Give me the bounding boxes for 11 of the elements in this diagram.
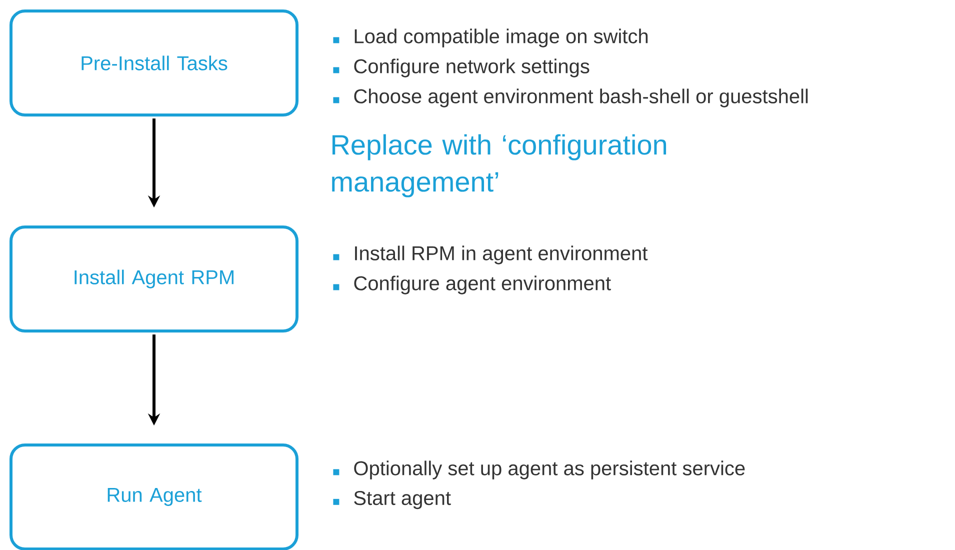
bullet-item: Choose agent environment bash-shell or guestshell — [333, 88, 808, 108]
bullet-item: Configure agent environment — [333, 276, 611, 294]
process-box: Run Agent — [10, 444, 298, 550]
bullet-item: Load compatible image on switch — [333, 28, 648, 48]
bullet-item: Optionally set up agent as persistent service — [333, 460, 745, 480]
bullet-item: Install RPM in agent environment — [333, 246, 648, 264]
heading: Replace with ‘configuration management’ — [332, 134, 666, 198]
process-box: Pre-Install Tasks — [10, 10, 298, 116]
bullet-item: Configure network settings — [333, 58, 590, 78]
bullet-item: Start agent — [333, 490, 451, 510]
process-box: Install Agent RPM — [10, 226, 298, 332]
